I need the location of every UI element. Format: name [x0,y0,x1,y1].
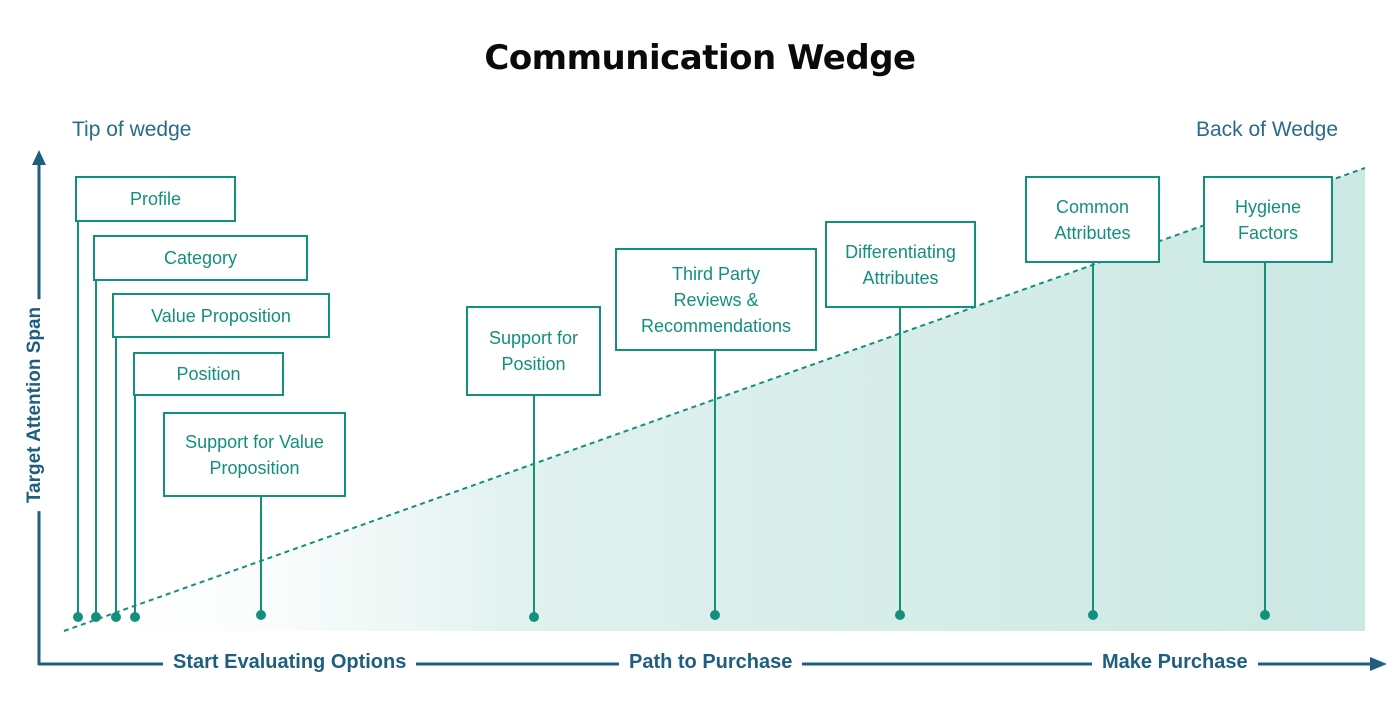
box-category: Category [93,235,308,281]
x-label-make: Make Purchase [1092,651,1258,674]
diagram-title: Communication Wedge [484,38,916,78]
back-of-wedge-label: Back of Wedge [1195,118,1338,141]
box-value-proposition: Value Proposition [112,293,330,338]
box-position: Position [133,352,284,396]
box-third-party-reviews: Third Party Reviews & Recommendations [615,248,817,351]
box-common-attributes: Common Attributes [1025,176,1160,263]
x-axis-arrowhead [1370,657,1387,671]
x-label-path: Path to Purchase [619,651,803,674]
box-support-for-position: Support for Position [466,306,601,396]
tip-of-wedge-label: Tip of wedge [72,118,192,141]
box-hygiene-factors: Hygiene Factors [1203,176,1333,263]
box-profile: Profile [75,176,236,222]
y-axis-arrowhead [32,150,46,165]
box-differentiating-attributes: Differentiating Attributes [825,221,976,308]
box-support-for-value-proposition: Support for Value Proposition [163,412,346,497]
connectors [73,221,1270,622]
x-label-start: Start Evaluating Options [163,651,417,674]
y-axis-label: Target Attention Span [24,298,46,512]
